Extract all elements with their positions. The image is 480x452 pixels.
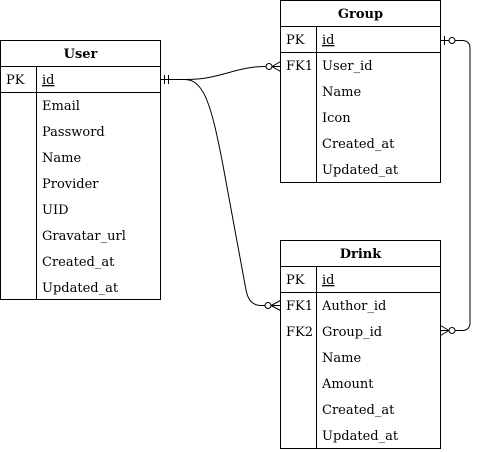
group-pk-key: PK: [286, 33, 305, 48]
user-group-crow-2: [271, 66, 281, 72]
group-drink-zero-circle-group-side: [448, 37, 456, 44]
group-field-icon: Icon: [322, 111, 351, 126]
user-drink-crow-1: [270, 300, 281, 306]
group-fk1-key: FK1: [286, 59, 313, 74]
user-field-uid: UID: [42, 203, 69, 218]
group-field-updated-at: Updated_at: [322, 163, 399, 178]
group-field-user-id: User_id: [322, 59, 373, 74]
user-field-name: Name: [42, 151, 81, 166]
drink-pk-field: id: [322, 273, 334, 288]
user-drink-connector: [184, 79, 281, 306]
drink-field-group-id: Group_id: [322, 325, 382, 340]
group-drink-connector: [440, 40, 471, 331]
user-table-frame: [0, 40, 161, 300]
group-field-name: Name: [322, 85, 361, 100]
relationship-group-drink[interactable]: [440, 36, 471, 336]
drink-table-frame: [280, 240, 441, 449]
drink-field-name: Name: [322, 351, 361, 366]
group-drink-crow-2: [440, 330, 450, 336]
group-table-frame: [280, 0, 441, 183]
drink-field-created-at: Created_at: [322, 403, 395, 418]
entity-group[interactable]: Group PK id FK1 User_id Name Icon Create…: [280, 0, 441, 183]
drink-field-amount: Amount: [321, 377, 374, 392]
entity-user[interactable]: User PK id Email Password Name Provider …: [0, 40, 161, 300]
user-group-connector: [160, 66, 281, 80]
group-drink-crow-1: [440, 325, 450, 331]
user-group-crow-1: [271, 61, 281, 67]
user-field-provider: Provider: [42, 177, 99, 192]
drink-field-updated-at: Updated_at: [322, 429, 399, 444]
relationship-user-group[interactable]: [160, 61, 281, 85]
group-pk-field: id: [322, 33, 334, 48]
group-field-created-at: Created_at: [322, 137, 395, 152]
user-pk-key: PK: [6, 73, 25, 88]
user-field-email: Email: [42, 99, 80, 114]
user-field-created-at: Created_at: [42, 255, 115, 270]
group-table-title: Group: [338, 7, 383, 22]
user-field-password: Password: [42, 125, 105, 140]
drink-field-author-id: Author_id: [321, 299, 386, 314]
user-group-zero-circle: [265, 63, 273, 70]
user-pk-field: id: [42, 73, 54, 88]
user-field-gravatar-url: Gravatar_url: [42, 229, 126, 244]
drink-pk-key: PK: [286, 273, 305, 288]
user-table-title: User: [64, 47, 98, 62]
group-drink-zero-circle-drink-side: [448, 327, 456, 334]
drink-fk2-key: FK2: [286, 325, 313, 340]
entity-drink[interactable]: Drink PK id FK1 Author_id FK2 Group_id N…: [280, 240, 441, 449]
drink-table-title: Drink: [340, 247, 383, 262]
user-drink-zero-circle: [264, 302, 272, 309]
drink-fk1-key: FK1: [286, 299, 313, 314]
user-drink-crow-2: [270, 305, 281, 311]
user-field-updated-at: Updated_at: [42, 281, 119, 296]
relationship-user-drink[interactable]: [184, 79, 281, 311]
